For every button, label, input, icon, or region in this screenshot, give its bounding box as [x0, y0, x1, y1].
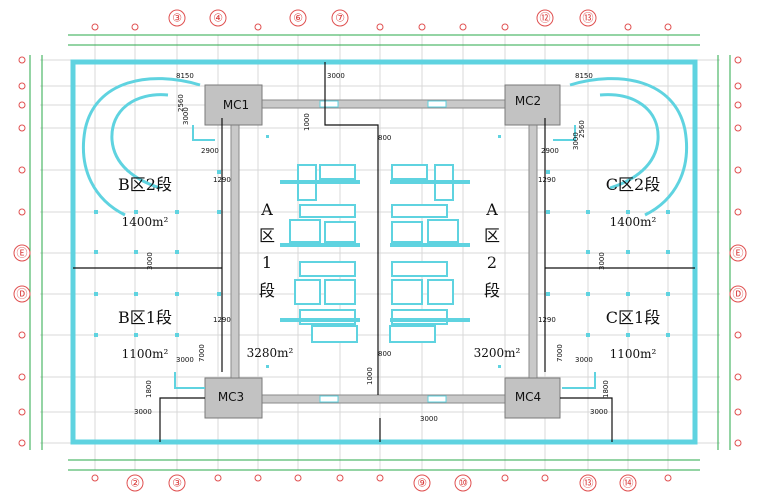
zone-c1-label: C区1段: [606, 308, 660, 327]
dim: 2900: [201, 147, 219, 155]
axis-label: ③: [172, 477, 182, 490]
dim: 3000: [598, 252, 606, 270]
axis-label: ②: [130, 477, 140, 490]
axis-label: ⑬: [583, 477, 594, 490]
dim: 8150: [176, 72, 194, 80]
dim: 3000: [575, 356, 593, 364]
axis-bubbles-top: ③ ④ ⑥ ⑦ ⑫ ⑬: [168, 9, 597, 27]
dim: 3000: [182, 107, 190, 125]
axis-bubbles-bottom: ② ③ ⑨ ⑩ ⑬ ⑭: [126, 474, 637, 492]
road-gates: [319, 100, 447, 403]
zone-a2-label: A 区 2 段: [484, 200, 500, 300]
axis-tick-markers: [18, 23, 742, 482]
axis-label: ⑨: [417, 477, 427, 490]
zone-a2-char: 2: [487, 253, 497, 272]
axis-bubbles-sides: Ⓔ Ⓓ Ⓔ Ⓓ: [13, 244, 747, 303]
crane-mc3-label: MC3: [218, 390, 244, 404]
dimension-rails: [29, 34, 731, 471]
axis-label: Ⓔ: [17, 247, 28, 260]
zone-c2-area: 1400m²: [610, 215, 657, 229]
axis-label: ⑦: [335, 12, 345, 25]
axis-label: ⑥: [293, 12, 303, 25]
ramp-curves: [81, 77, 689, 217]
site-boundary: [70, 59, 698, 445]
zone-a1-area: 3280m²: [247, 346, 294, 360]
axis-label: Ⓓ: [733, 288, 744, 301]
zone-a1-char: 段: [259, 281, 275, 300]
dim: 8150: [575, 72, 593, 80]
crane-pads: [204, 84, 561, 419]
dim: 3000: [134, 408, 152, 416]
dim: 1800: [145, 380, 153, 398]
axis-label: ⑩: [458, 477, 468, 490]
dim: 3000: [176, 356, 194, 364]
zone-c2-label: C区2段: [606, 175, 660, 194]
dim: 800: [378, 350, 391, 358]
zone-dividers: [73, 62, 695, 442]
axis-label: Ⓔ: [733, 247, 744, 260]
column-markers: [94, 135, 670, 368]
axis-label: ④: [213, 12, 223, 25]
side-zone-outlines: [174, 125, 596, 389]
zone-b1-label: B区1段: [118, 308, 172, 327]
zone-b2-label: B区2段: [118, 175, 172, 194]
a-zone-core-lines: [280, 180, 470, 322]
dim: 3000: [420, 415, 438, 423]
zone-a2-area: 3200m²: [474, 346, 521, 360]
dim: 1290: [213, 176, 231, 184]
zone-a1-char: A: [260, 200, 273, 219]
zone-a1-char: 区: [259, 226, 275, 245]
axis-label: Ⓓ: [17, 288, 28, 301]
dim: 7000: [198, 344, 206, 362]
dim: 1800: [602, 380, 610, 398]
dim: 3000: [572, 132, 580, 150]
zone-a2-char: 区: [484, 226, 500, 245]
zone-b2-area: 1400m²: [122, 215, 169, 229]
dim: 2900: [541, 147, 559, 155]
zone-a2-char: A: [485, 200, 498, 219]
dim: 1290: [538, 176, 556, 184]
axis-label: ③: [172, 12, 182, 25]
zone-b1-area: 1100m²: [122, 347, 169, 361]
axis-label: ⑫: [540, 12, 551, 25]
dimension-annotations: 3000 8150 8150 2560 3000 3000 2560 2900 …: [134, 72, 610, 423]
dim: 1290: [538, 316, 556, 324]
zone-a1-label: A 区 1 段: [259, 200, 275, 300]
dim: 1000: [366, 367, 374, 385]
dim: 2560: [578, 120, 586, 138]
axis-label: ⑭: [623, 477, 634, 490]
axis-label: ⑬: [583, 12, 594, 25]
dim: 1290: [213, 316, 231, 324]
crane-mc2-label: MC2: [515, 94, 541, 108]
dim: 7000: [556, 344, 564, 362]
dim: 1000: [303, 113, 311, 131]
zone-c1-area: 1100m²: [610, 347, 657, 361]
crane-mc1-label: MC1: [223, 98, 249, 112]
dim: 3000: [590, 408, 608, 416]
zone-a1-char: 1: [262, 253, 272, 272]
crane-mc4-label: MC4: [515, 390, 541, 404]
dim: 800: [378, 134, 391, 142]
dim: 3000: [146, 252, 154, 270]
dim: 2560: [177, 94, 185, 112]
dim: 3000: [327, 72, 345, 80]
zone-a2-char: 段: [484, 281, 500, 300]
